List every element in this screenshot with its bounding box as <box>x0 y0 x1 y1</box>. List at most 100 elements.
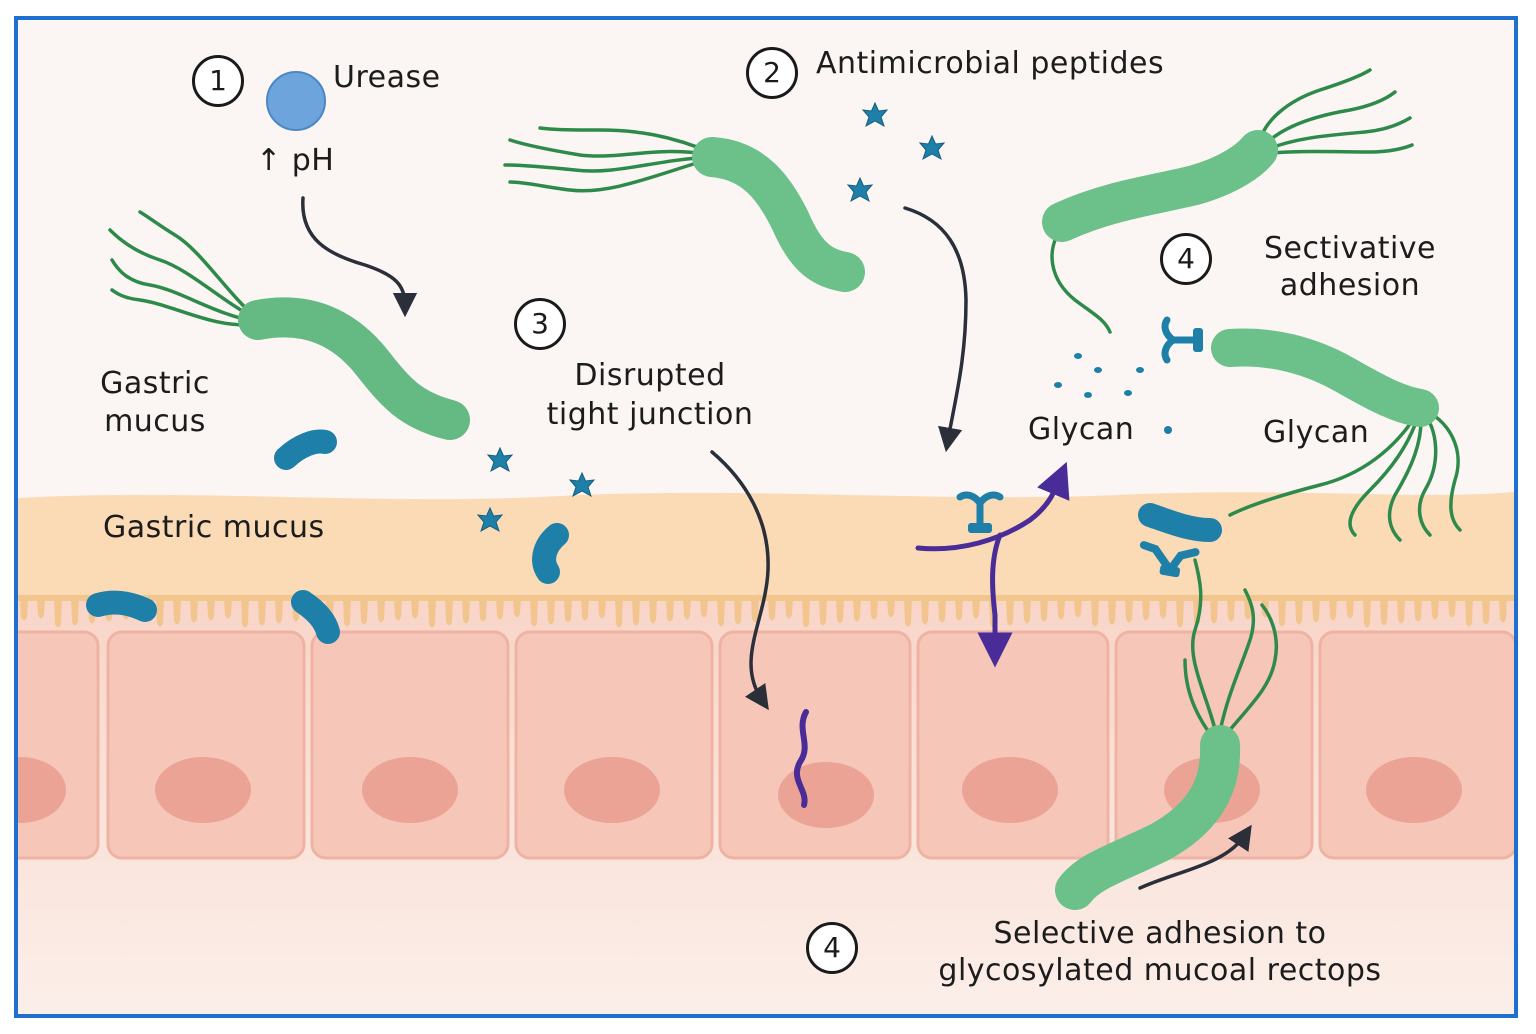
microvillus <box>1346 598 1354 619</box>
microvillus <box>1414 598 1422 622</box>
microvillus <box>564 598 572 623</box>
microvillus <box>768 598 776 621</box>
microvillus <box>258 598 266 626</box>
gastric-mucus-line-1: Gastric <box>100 366 210 401</box>
microvillus <box>581 598 589 621</box>
microvillus <box>802 598 810 628</box>
microvillus <box>445 598 453 626</box>
microvillus <box>173 598 181 625</box>
microvillus <box>836 598 844 624</box>
microvillus <box>54 598 62 628</box>
step-4a-badge: 4 <box>1160 233 1212 285</box>
microvillus <box>649 598 657 624</box>
microvillus <box>411 598 419 619</box>
selective-line-2: glycosylated mucoal rectops <box>938 953 1382 988</box>
microvillus <box>224 598 232 619</box>
microvillus <box>343 598 351 627</box>
microvillus <box>1006 598 1014 626</box>
microvillus <box>1142 598 1150 621</box>
microvillus <box>241 598 249 628</box>
bacterium-right-middle <box>1165 320 1462 542</box>
glycan-pathway-arrows <box>915 461 1070 668</box>
microvillus <box>1295 598 1303 625</box>
microvillus <box>751 598 759 623</box>
microvillus <box>938 598 946 623</box>
microvillus <box>190 598 198 623</box>
microvillus <box>428 598 436 628</box>
microvillus <box>1210 598 1218 624</box>
gastric-mucus-line-2: mucus <box>104 404 206 439</box>
microvillus <box>1040 598 1048 622</box>
microvillus <box>717 598 725 627</box>
microvillus <box>1482 598 1490 625</box>
glycan-label-left: Glycan <box>1028 412 1135 447</box>
microvillus <box>1465 598 1473 627</box>
microvillus <box>513 598 521 618</box>
microvillus <box>360 598 368 625</box>
microvillus <box>683 598 691 620</box>
mucosal-receptors <box>960 495 1200 578</box>
microvillus <box>1057 598 1065 620</box>
step-4b-badge: 4 <box>806 922 858 974</box>
step-3-badge: 3 <box>514 298 566 350</box>
bacterium-upper-left <box>108 210 470 440</box>
microvillus <box>530 598 538 627</box>
microvillus <box>1380 598 1388 626</box>
microvillus <box>1278 598 1286 627</box>
microvillus <box>1091 598 1099 627</box>
microvillus <box>394 598 402 621</box>
sectivative-line-2: adhesion <box>1279 268 1421 303</box>
microvillus <box>1397 598 1405 624</box>
bacterium-upper-center <box>503 126 865 292</box>
microvillus <box>20 598 28 621</box>
disrupted-line-1: Disrupted <box>574 358 726 393</box>
microvillus <box>700 598 708 618</box>
microvillus <box>615 598 623 628</box>
microvillus <box>156 598 164 627</box>
microvillus <box>547 598 555 625</box>
microvillus <box>71 598 79 626</box>
ph-text: pH <box>291 143 335 178</box>
microvillus <box>819 598 827 626</box>
microvillus <box>972 598 980 619</box>
microvillus <box>1023 598 1031 624</box>
microvillus <box>666 598 674 622</box>
coccoid-bacteria <box>86 429 1222 644</box>
process-arrows <box>301 196 1252 890</box>
microvillus <box>887 598 895 618</box>
epithelial-cells <box>0 630 1518 860</box>
microvillus <box>598 598 606 619</box>
urease-sphere-icon <box>266 71 326 131</box>
microvillus <box>37 598 45 619</box>
microvillus <box>1125 598 1133 623</box>
microvillus <box>377 598 385 623</box>
sectivative-adhesion-label: Sectivative adhesion <box>1230 231 1470 304</box>
microvillus <box>632 598 640 626</box>
microvillus <box>1431 598 1439 620</box>
microvillus <box>275 598 283 624</box>
microvillus <box>462 598 470 624</box>
microvillus <box>1363 598 1371 628</box>
microvillus <box>955 598 963 621</box>
glycan-dots <box>1054 353 1172 434</box>
urease-label: Urease <box>333 60 441 95</box>
microvillus <box>1176 598 1184 628</box>
selective-adhesion-label: Selective adhesion to glycosylated mucoa… <box>870 916 1450 989</box>
disrupted-junction-icon <box>793 709 809 808</box>
step-1-badge: 1 <box>192 55 244 107</box>
disrupted-junction-label: Disrupted tight junction <box>500 358 800 433</box>
microvillus <box>785 598 793 619</box>
selective-line-1: Selective adhesion to <box>993 916 1327 951</box>
glycan-label-right: Glycan <box>1263 415 1370 450</box>
up-arrow-icon: ↑ <box>256 143 282 178</box>
microvillus <box>853 598 861 622</box>
sectivative-line-1: Sectivative <box>1263 231 1437 266</box>
microvillus <box>904 598 912 627</box>
step-2-badge: 2 <box>746 47 798 99</box>
gastric-mucus-upper-label: Gastric mucus <box>60 366 250 440</box>
microvillus <box>1312 598 1320 623</box>
microvillus <box>1074 598 1082 618</box>
ph-increase-label: ↑ pH <box>256 143 334 179</box>
microvillus <box>1108 598 1116 625</box>
